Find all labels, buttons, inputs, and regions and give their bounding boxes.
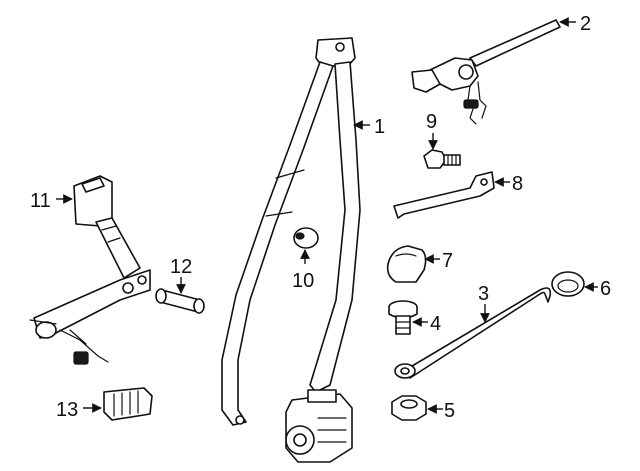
- bolt-part: [423, 149, 461, 169]
- callout-7: 7: [442, 250, 453, 272]
- callout-11: 11: [30, 190, 51, 212]
- height-adjuster-part: [411, 19, 561, 125]
- callout-6: 6: [600, 278, 611, 300]
- callout-labels: 1 2 3 4 5 6 7 8 9 10 11 12 13: [30, 13, 611, 422]
- callout-4: 4: [430, 313, 441, 335]
- grommet-part: [551, 271, 585, 297]
- cable-part: [394, 287, 552, 379]
- callout-5: 5: [444, 400, 455, 422]
- leader-lines: [56, 17, 598, 414]
- clip-part: [293, 227, 319, 249]
- callout-8: 8: [512, 173, 523, 195]
- buckle-part: [29, 175, 151, 365]
- callout-10: 10: [292, 270, 314, 292]
- callout-12: 12: [170, 256, 192, 278]
- seat-belt-assembly-part: [221, 37, 361, 463]
- sleeve-part: [155, 288, 205, 314]
- callout-9: 9: [426, 111, 437, 133]
- callout-3: 3: [478, 283, 489, 305]
- bolt-small-part: [388, 300, 418, 335]
- nut-part: [391, 395, 427, 421]
- connector-part: [103, 387, 153, 421]
- bracket-part: [393, 171, 495, 219]
- callout-13: 13: [56, 399, 78, 421]
- callout-2: 2: [580, 13, 591, 35]
- cover-part: [386, 245, 427, 283]
- callout-1: 1: [374, 116, 385, 138]
